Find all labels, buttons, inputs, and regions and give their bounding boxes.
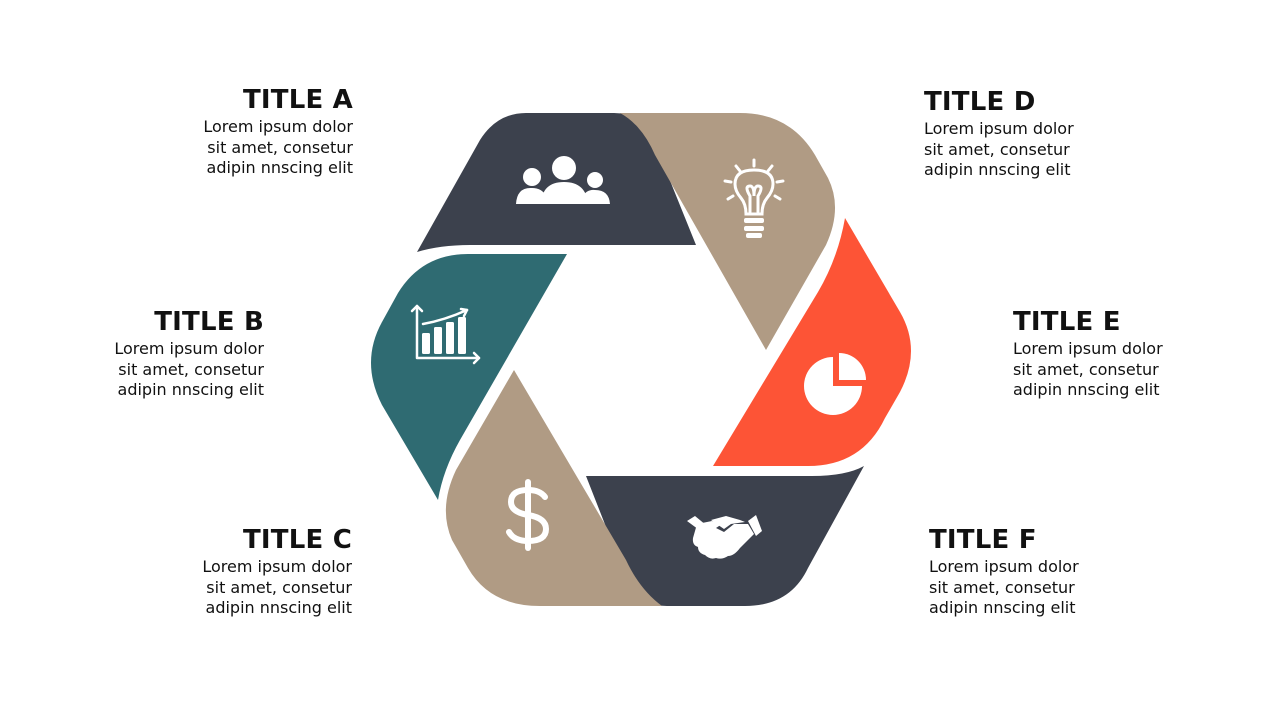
handshake-icon bbox=[687, 515, 762, 559]
description-line: Lorem ipsum dolor bbox=[924, 119, 1074, 138]
description-line: adipin nnscing elit bbox=[929, 598, 1076, 617]
description-e: Lorem ipsum dolor sit amet, consetur adi… bbox=[1013, 339, 1213, 401]
description-line: adipin nnscing elit bbox=[924, 160, 1071, 179]
segment-d bbox=[620, 113, 836, 350]
description-line: adipin nnscing elit bbox=[117, 380, 264, 399]
title-f: TITLE F bbox=[929, 525, 1037, 555]
description-line: sit amet, consetur bbox=[1013, 359, 1159, 379]
description-line: sit amet, consetur bbox=[924, 139, 1070, 159]
description-line: sit amet, consetur bbox=[929, 577, 1075, 597]
description-c: Lorem ipsum dolor sit amet, consetur adi… bbox=[152, 557, 352, 619]
description-line: Lorem ipsum dolor bbox=[202, 557, 352, 576]
segment-e bbox=[713, 218, 911, 466]
segment-a bbox=[417, 113, 696, 252]
lightbulb-icon bbox=[723, 158, 785, 238]
description-b: Lorem ipsum dolor sit amet, consetur adi… bbox=[64, 339, 264, 401]
label-title-d: TITLE D Lorem ipsum dolor sit amet, cons… bbox=[924, 87, 1124, 181]
title-e: TITLE E bbox=[1013, 307, 1121, 337]
description-line: sit amet, consetur bbox=[206, 577, 352, 597]
dollar-icon bbox=[506, 479, 550, 551]
description-line: Lorem ipsum dolor bbox=[203, 117, 353, 136]
title-b: TITLE B bbox=[154, 307, 264, 337]
description-line: Lorem ipsum dolor bbox=[929, 557, 1079, 576]
description-line: sit amet, consetur bbox=[207, 137, 353, 157]
description-line: adipin nnscing elit bbox=[1013, 380, 1160, 399]
title-c: TITLE C bbox=[242, 525, 352, 555]
description-line: adipin nnscing elit bbox=[205, 598, 352, 617]
segment-b bbox=[371, 254, 567, 500]
description-line: adipin nnscing elit bbox=[206, 158, 353, 177]
description-f: Lorem ipsum dolor sit amet, consetur adi… bbox=[929, 557, 1129, 619]
title-d: TITLE D bbox=[924, 87, 1036, 117]
label-title-e: TITLE E Lorem ipsum dolor sit amet, cons… bbox=[1013, 307, 1213, 401]
title-a: TITLE A bbox=[242, 85, 353, 115]
label-title-a: TITLE A Lorem ipsum dolor sit amet, cons… bbox=[153, 85, 353, 179]
label-title-b: TITLE B Lorem ipsum dolor sit amet, cons… bbox=[64, 307, 264, 401]
bar-chart-icon bbox=[410, 304, 481, 365]
pie-chart-icon bbox=[804, 353, 866, 415]
label-title-c: TITLE C Lorem ipsum dolor sit amet, cons… bbox=[152, 525, 352, 619]
description-line: sit amet, consetur bbox=[118, 359, 264, 379]
segment-c bbox=[445, 370, 662, 606]
label-title-f: TITLE F Lorem ipsum dolor sit amet, cons… bbox=[929, 525, 1129, 619]
description-line: Lorem ipsum dolor bbox=[114, 339, 264, 358]
description-line: Lorem ipsum dolor bbox=[1013, 339, 1163, 358]
people-icon bbox=[516, 156, 610, 204]
description-d: Lorem ipsum dolor sit amet, consetur adi… bbox=[924, 119, 1124, 181]
description-a: Lorem ipsum dolor sit amet, consetur adi… bbox=[153, 117, 353, 179]
